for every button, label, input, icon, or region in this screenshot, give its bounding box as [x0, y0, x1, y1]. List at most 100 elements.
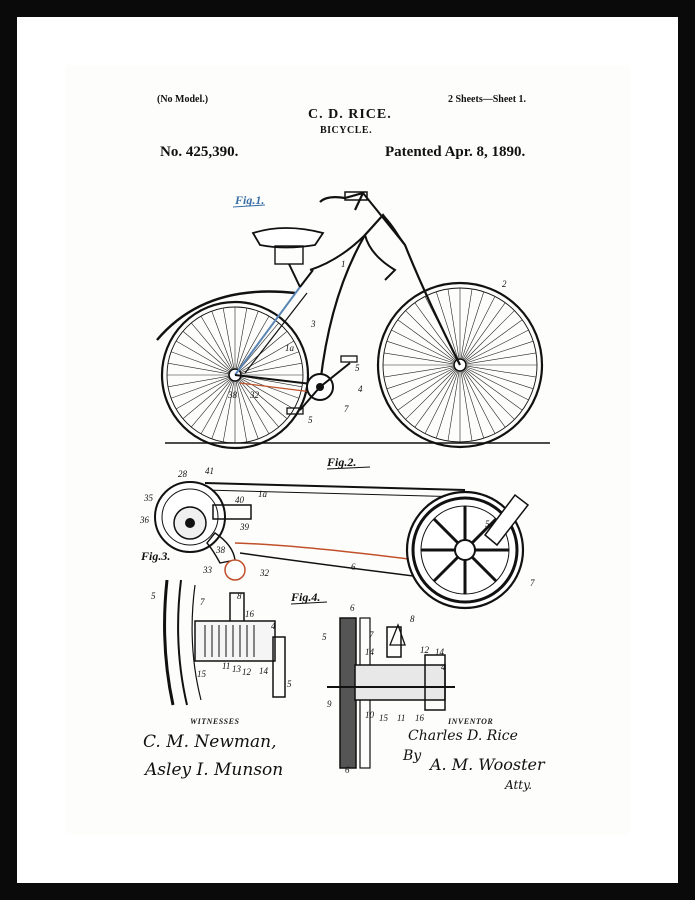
wheel-spoke: [386, 366, 455, 390]
svg-text:40: 40: [235, 495, 245, 505]
fig2-label: Fig.2.: [326, 455, 356, 469]
svg-text:7: 7: [200, 597, 205, 607]
svg-text:14: 14: [259, 666, 269, 676]
wheel-spoke: [238, 379, 279, 428]
fig1-label: Fig.1.: [234, 193, 264, 207]
wheel-spoke: [191, 379, 232, 428]
svg-text:13: 13: [232, 664, 242, 674]
wheel-spoke: [386, 340, 455, 364]
wheel-spoke: [240, 362, 303, 375]
svg-text:16: 16: [245, 609, 255, 619]
svg-text:8: 8: [410, 614, 415, 624]
wheel-spoke: [236, 380, 259, 440]
wheel-spoke: [235, 307, 248, 370]
wheel-spoke: [463, 369, 506, 428]
svg-text:38: 38: [215, 545, 226, 555]
fig3-clutch-drawing: Fig.3. 5 7 8 16 4 15 11 13 12: [140, 549, 292, 706]
fig1-bicycle-drawing: Fig.1.: [156, 191, 550, 450]
svg-text:12: 12: [420, 645, 430, 655]
svg-text:28: 28: [178, 469, 188, 479]
inventor-signature: Charles D. Rice: [408, 728, 518, 744]
model-note: (No Model.): [157, 94, 209, 105]
wheel-spoke: [465, 367, 529, 401]
fig2-drive-drawing: Fig.2.: [139, 455, 535, 610]
wheel-spoke: [461, 291, 485, 360]
wheel-spoke: [240, 351, 300, 374]
svg-text:12: 12: [242, 667, 252, 677]
svg-text:3: 3: [310, 319, 316, 329]
wheel-spoke: [462, 296, 496, 360]
wheel-spoke: [191, 322, 232, 371]
wheel-spoke: [175, 340, 230, 373]
svg-text:7: 7: [530, 578, 535, 588]
wheel-spoke: [222, 380, 235, 443]
svg-text:1a: 1a: [258, 489, 268, 499]
wheel-spoke: [383, 352, 455, 365]
wheel-spoke: [465, 340, 534, 364]
svg-text:8: 8: [237, 591, 242, 601]
svg-text:15: 15: [379, 713, 389, 723]
witness-signature-1: C. M. Newman,: [143, 732, 277, 752]
sheet-count: 2 Sheets—Sheet 1.: [448, 94, 527, 105]
svg-text:5: 5: [151, 591, 156, 601]
patent-drawings: Fig.1.: [139, 191, 550, 775]
wheel-spoke: [391, 329, 455, 363]
wheel-spoke: [465, 366, 534, 390]
svg-text:5: 5: [355, 363, 360, 373]
wheel-spoke: [239, 331, 288, 372]
inventor-heading: C. D. RICE.: [308, 107, 392, 122]
svg-text:1: 1: [341, 259, 346, 269]
wheel-spoke: [236, 310, 259, 370]
wheel-spoke: [397, 319, 456, 362]
wheel-spoke: [461, 370, 485, 439]
wheel-spoke: [170, 376, 230, 399]
rear-wheel: [160, 300, 310, 450]
wheel-spoke: [239, 378, 288, 419]
wheel-spoke: [235, 380, 248, 443]
witnesses-label: WITNESSES: [190, 717, 240, 726]
svg-text:5: 5: [485, 519, 490, 529]
wheel-spoke: [465, 365, 537, 378]
wheel-spoke: [464, 310, 515, 361]
attorney-abbrev: Atty.: [505, 778, 533, 792]
wheel-spoke: [200, 380, 233, 435]
fig3-label: Fig.3.: [140, 549, 170, 563]
wheel-spoke: [237, 315, 270, 370]
invention-title: BICYCLE.: [320, 125, 373, 136]
by-label: By: [403, 748, 422, 764]
witness-signature-2: Asley I. Munson: [145, 760, 284, 780]
svg-text:9: 9: [327, 699, 332, 709]
svg-text:32: 32: [259, 568, 270, 578]
svg-text:16: 16: [415, 713, 425, 723]
svg-text:32: 32: [249, 390, 260, 400]
svg-text:6: 6: [350, 603, 355, 613]
svg-text:11: 11: [222, 661, 230, 671]
wheel-spoke: [460, 370, 473, 442]
wheel-spoke: [397, 368, 456, 411]
wheel-spoke: [383, 365, 455, 378]
svg-text:5: 5: [287, 679, 292, 689]
svg-text:5: 5: [322, 632, 327, 642]
svg-text:2: 2: [502, 279, 507, 289]
svg-text:1a: 1a: [285, 343, 295, 353]
svg-text:14: 14: [435, 647, 445, 657]
wheel-spoke: [464, 319, 523, 362]
fig4-label: Fig.4.: [290, 590, 320, 604]
wheel-spoke: [170, 351, 230, 374]
wheel-spoke: [424, 370, 458, 434]
svg-text:33: 33: [202, 565, 213, 575]
wheel-spoke: [211, 380, 234, 440]
wheel-spoke: [435, 370, 459, 439]
wheel-spoke: [182, 331, 231, 372]
attorney-signature: A. M. Wooster: [430, 755, 545, 774]
wheel-spoke: [211, 310, 234, 370]
svg-text:36: 36: [139, 515, 150, 525]
svg-text:15: 15: [197, 669, 207, 679]
patent-number: No. 425,390.: [160, 144, 239, 160]
wheel-spoke: [465, 352, 537, 365]
wheel-spoke: [167, 375, 230, 388]
svg-text:5: 5: [308, 415, 313, 425]
wheel-spoke: [240, 376, 300, 399]
wheel-spoke: [462, 370, 496, 434]
svg-text:4: 4: [441, 662, 446, 672]
